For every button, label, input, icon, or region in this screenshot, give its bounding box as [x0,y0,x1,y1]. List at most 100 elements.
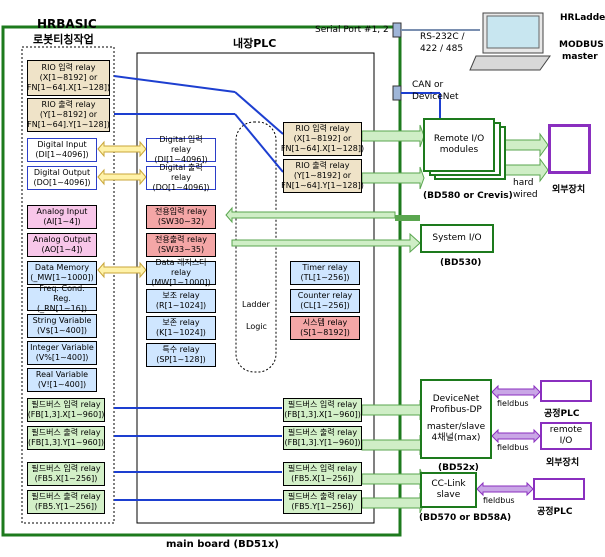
ladder-region [235,121,277,373]
left-real-variable: Real Variable (V![1~400]) [27,368,97,392]
label: (FB5.X[1~256]) [291,474,354,483]
plc-aux-relay: 보조 relay (R[1~1024]) [146,289,216,313]
rs-label-1: RS-232C / [420,32,465,42]
plc-title: 내장PLC [233,37,277,50]
plc-special-relay: 특수 relay (SP[1~128]) [146,343,216,367]
label: Integer Variable [30,343,94,352]
devicenet-caption: (BD52x) [438,463,479,473]
label: FN[1~64].Y[1~128]) [27,120,110,129]
can-label-1: CAN or [412,80,444,90]
main-board-label: main board (BD51x) [166,539,279,550]
label: CC-Link [431,479,466,489]
label: 보존 relay [162,318,200,327]
left-freq-cond-reg: Freq. Cond. Reg. (_RN[1~16]) [27,284,97,313]
label: System I/O [432,233,482,243]
plc-counter-relay: Counter relay (CL[1~256]) [290,289,360,313]
rs-label-2: 422 / 485 [420,44,464,54]
plc-timer-relay: Timer relay (TL[1~256]) [290,261,360,285]
label: (DO[1~4096]) [152,183,210,192]
label: FN[1~64].Y[1~128]) [281,181,364,190]
remote-io-modules: Remote I/O modules [423,118,495,172]
can-label-2: DeviceNet [412,92,459,102]
hrladder-label: HRLadder [560,13,605,23]
ladder-label: Ladder [242,300,270,309]
label: 전용출력 relay [155,235,207,244]
main-board-frame [1,25,402,537]
label: (Y[1~8192] or [39,110,98,119]
devicenet-profibus: DeviceNet Profibus-DP master/slave 4채널(m… [420,379,492,459]
external-device-label-2: 외부장치 [546,458,580,468]
label: 필드버스 입력 relay [31,464,101,473]
label: (V%[1~400]) [35,353,89,362]
label: RIO 입력 relay [295,124,350,133]
modbus-master-label: master [562,52,598,62]
label: 4채널(max) [431,433,481,443]
label: 시스템 relay [302,318,348,327]
modbus-label: MODBUS [559,40,604,50]
label: modules [439,145,479,155]
label: (CL[1~256]) [300,301,350,310]
label: FN[1~64].X[1~128]) [280,144,365,153]
label: 보조 relay [162,291,200,300]
label: Data Memory [34,263,90,272]
plc-digital-input: Digital 입력 relay (DI[1~4096]) [146,135,216,164]
left-fieldbus-output-5: 필드버스 출력 relay (FB5.Y[1~256]) [27,490,105,514]
label: (FB[1,3].X[1~960]) [27,410,105,419]
label: Digital 출력 relay [159,163,203,182]
cc-link-caption: (BD570 or BD58A) [419,513,512,523]
label: (Y[1~8192] or [293,171,352,180]
hrbasic-title: HRBASIC [37,17,97,31]
plc-digital-output: Digital 출력 relay (DO[1~4096]) [146,163,216,192]
left-digital-output: Digital Output (DO[1~4096]) [27,166,97,190]
label: Digital 입력 relay [159,135,203,154]
label: (SW30~32) [157,217,205,226]
left-digital-input: Digital Input (DI[1~4096]) [27,138,97,162]
label: (FB5.Y[1~256]) [34,502,98,511]
hard-wired-2: wired [513,190,538,200]
label: 필드버스 출력 relay [31,428,101,437]
label: (DI[1~4096]) [154,155,208,164]
label: Digital Input [37,140,87,149]
label: (X[1~8192] or [39,73,98,82]
plc-dedicated-output: 전용출력 relay (SW33~35) [146,233,216,257]
left-rio-input: RIO 입력 relay (X[1~8192] or FN[1~64].X[1~… [27,60,110,96]
label: (V$[1~400]) [36,326,88,335]
laptop-icon [469,12,551,71]
plc-fieldbus-input-5: 필드버스 입력 relay (FB5.X[1~256]) [283,462,362,486]
process-plc-label-1: 공정PLC [544,409,580,419]
label: 필드버스 입력 relay [31,400,101,409]
label: Analog Output [33,235,91,244]
remote-io-target: remote I/O [540,422,592,450]
left-fieldbus-input-5: 필드버스 입력 relay (FB5.X[1~256]) [27,462,105,486]
external-device-label: 외부장치 [552,185,586,195]
label: FN[1~64].X[1~128]) [26,83,111,92]
label: 특수 relay [162,345,200,354]
label: Analog Input [36,207,88,216]
left-fieldbus-input-1: 필드버스 입력 relay (FB[1,3].X[1~960]) [27,398,105,422]
fieldbus-label-3: fieldbus [483,496,515,505]
label: (MW[1~1000]) [151,278,211,287]
label: RIO 출력 relay [295,161,350,170]
plc-keep-relay: 보존 relay (K[1~1024]) [146,316,216,340]
left-string-variable: String Variable (V$[1~400]) [27,314,97,338]
label: 필드버스 입력 relay [287,464,358,473]
label: DeviceNet [432,394,480,404]
label: Remote I/O [433,134,485,144]
label: (S[1~8192]) [300,328,350,337]
system-io: System I/O [420,224,494,253]
plc-fieldbus-output-1: 필드버스 출력 relay (FB[1,3].Y[1~960]) [283,426,362,450]
label: remote [549,425,583,435]
label: 전용입력 relay [155,207,207,216]
label: (DI[1~4096]) [35,150,89,159]
plc-system-relay: 시스템 relay (S[1~8192]) [290,316,360,340]
label: (X[1~8192] or [293,134,352,143]
left-analog-input: Analog Input (AI[1~4]) [27,205,97,229]
label: (FB5.X[1~256]) [34,474,98,483]
label: Counter relay [297,291,353,300]
plc-region [136,52,375,524]
plc-fieldbus-output-5: 필드버스 출력 relay (FB5.Y[1~256]) [283,490,362,514]
label: (_MW[1~1000]) [30,273,94,282]
process-plc-box-1 [540,380,592,402]
plc-dedicated-input: 전용입력 relay (SW30~32) [146,205,216,229]
